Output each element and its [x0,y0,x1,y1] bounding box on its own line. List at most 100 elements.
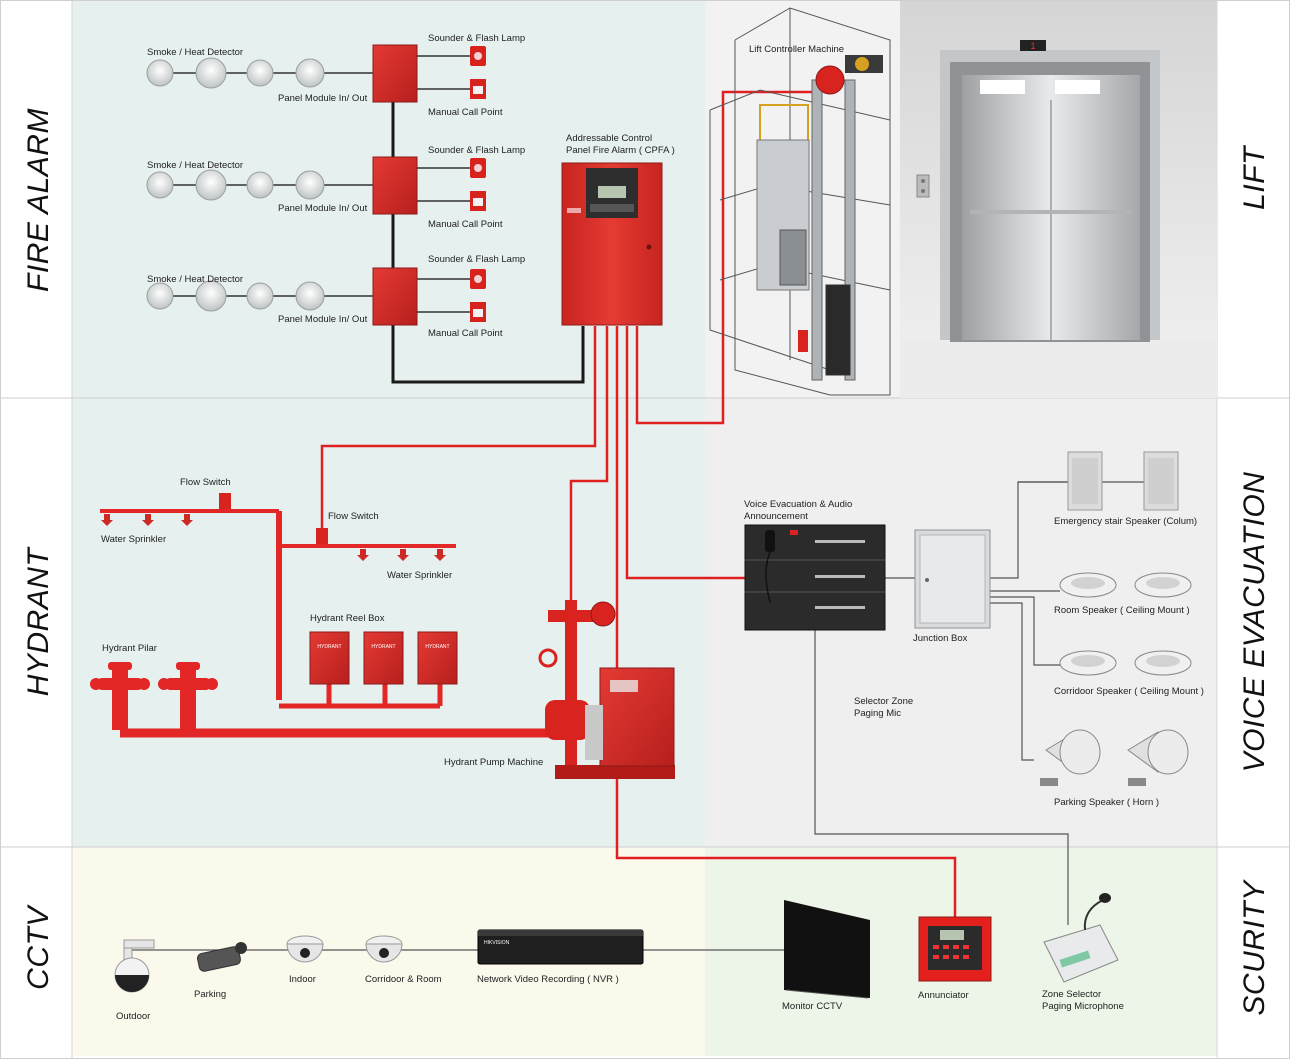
room-speaker-label: Room Speaker ( Ceiling Mount ) [1054,605,1190,616]
svg-text:HYDRANT: HYDRANT [371,644,395,650]
ceiling-speaker [1134,650,1192,676]
camera-label-outdoor: Outdoor [116,1011,150,1022]
sounder-label: Sounder & Flash Lamp [428,145,525,156]
water-sprinkler [142,514,154,526]
panel-lcd [598,186,626,198]
section-title-voice-evacuation: VOICE EVACUATION [1238,472,1271,773]
module-label: Panel Module In/ Out [278,314,368,325]
flow-switch-label: Flow Switch [180,477,231,488]
water-sprinkler [397,549,409,561]
fire-alarm-zone-2: Smoke / Heat Detector Panel Module In/ O… [146,145,525,230]
ptz-camera [114,939,155,993]
amp-label: Announcement [744,511,808,522]
junction-label: Junction Box [913,633,968,644]
svg-text:HYDRANT: HYDRANT [425,644,449,650]
sounder-label: Sounder & Flash Lamp [428,254,525,265]
smoke-detector [246,171,274,199]
stair-speakers: Emergency stair Speaker (Colum) [1054,451,1197,527]
dome-camera [286,935,324,963]
heat-detector [295,281,325,311]
svg-text:HYDRANT: HYDRANT [317,644,341,650]
panel-module [372,267,418,326]
lift-controller-machine [815,55,883,95]
annunciator-label: Annunciator [918,990,969,1001]
fire-alarm-zone-3: Smoke / Heat Detector Panel Module In/ O… [146,254,525,339]
module-label: Panel Module In/ Out [278,93,368,104]
panel-module [372,44,418,103]
zone-selector-paging-microphone: Zone Selector Paging Microphone [1042,893,1124,1012]
detector-label: Smoke / Heat Detector [147,274,243,285]
section-title-lift: LIFT [1238,144,1271,210]
annunciator: Annunciator [918,916,992,1001]
camera-label-corridor: Corridoor & Room [365,974,442,985]
parking-speakers: Parking Speaker ( Horn ) [1040,729,1189,808]
water-sprinkler [101,514,113,526]
smoke-detector [146,282,174,310]
hydrant-reel-boxes: Hydrant Reel Box HYDRANT HYDRANT HYDRANT [309,613,458,685]
sprinkler-label: Water Sprinkler [387,570,452,581]
sprinkler-system: Flow Switch Flow Switch Water Sprinkler … [100,477,456,700]
lift-door-photo: 1 [900,1,1217,398]
callpoint-label: Manual Call Point [428,107,503,118]
dome-camera [365,935,403,963]
smoke-detector [146,171,174,199]
hydrant-reel-box: HYDRANT [417,631,458,685]
hydrant-pillars: Hydrant Pilar [90,643,218,730]
callpoint-label: Manual Call Point [428,328,503,339]
parking-speaker-label: Parking Speaker ( Horn ) [1054,797,1159,808]
fire-alarm-zone-1: Smoke / Heat Detector Panel Module In/ O… [146,33,525,118]
selector-label: Paging Mic [854,708,901,719]
wiring [128,55,1144,951]
heat-detector [195,169,227,201]
horn-speaker [1127,729,1189,786]
lift-controller-label: Lift Controller Machine [749,44,844,55]
monitor-label: Monitor CCTV [782,1001,843,1012]
amp-label: Voice Evacuation & Audio [744,499,852,510]
floor-indicator [1020,40,1046,51]
hydrant-piping [120,684,600,738]
hydrant-reel-box: HYDRANT [309,631,350,685]
hydrant-pump-machine: Hydrant Pump Machine [444,600,675,779]
section-title-cctv: CCTV [22,904,55,990]
ceiling-speaker [1134,572,1192,598]
corridor-speaker-label: Corridoor Speaker ( Ceiling Mount ) [1054,686,1204,697]
ceiling-speaker [1059,650,1117,676]
call-button-panel [916,174,930,198]
callpoint-label: Manual Call Point [428,219,503,230]
horn-speaker [1040,729,1101,786]
cctv-devices: Outdoor Parking Indoor Corridoor & Room … [114,900,870,1022]
junction-box: Junction Box [913,529,991,644]
section-title-hydrant: HYDRANT [22,546,55,697]
nvr-recorder: HIKVISION [477,929,644,965]
bullet-camera [197,942,247,972]
water-sprinkler [357,549,369,561]
hydrant-pillar [158,662,218,730]
selector-label: Selector Zone [854,696,913,707]
detector-label: Smoke / Heat Detector [147,160,243,171]
camera-label-parking: Parking [194,989,226,1000]
cctv-monitor [784,900,870,999]
panel-module [372,156,418,215]
corridor-speakers: Corridoor Speaker ( Ceiling Mount ) [1054,650,1204,697]
sounder-label: Sounder & Flash Lamp [428,33,525,44]
module-label: Panel Module In/ Out [278,203,368,214]
panel-label: Addressable Control [566,133,652,144]
camera-label-indoor: Indoor [289,974,316,985]
lift-shaft: Lift Controller Machine [709,7,891,396]
heat-detector [195,280,227,312]
heat-detector [195,57,227,89]
column-speaker [1067,451,1103,511]
reel-box-label: Hydrant Reel Box [310,613,385,624]
hydrant-pillar [90,662,150,730]
smoke-detector [146,59,174,87]
floor-indicator-value: 1 [1030,41,1035,51]
paging-microphone-icon [765,530,775,603]
fire-alarm-control-panel: Addressable Control Panel Fire Alarm ( C… [561,133,675,326]
smoke-detector [246,59,274,87]
heat-detector [295,170,325,200]
detector-label: Smoke / Heat Detector [147,47,243,58]
flow-switch-label: Flow Switch [328,511,379,522]
zone-selector-label: Paging Microphone [1042,1001,1124,1012]
section-title-fire-alarm: FIRE ALARM [22,108,55,292]
